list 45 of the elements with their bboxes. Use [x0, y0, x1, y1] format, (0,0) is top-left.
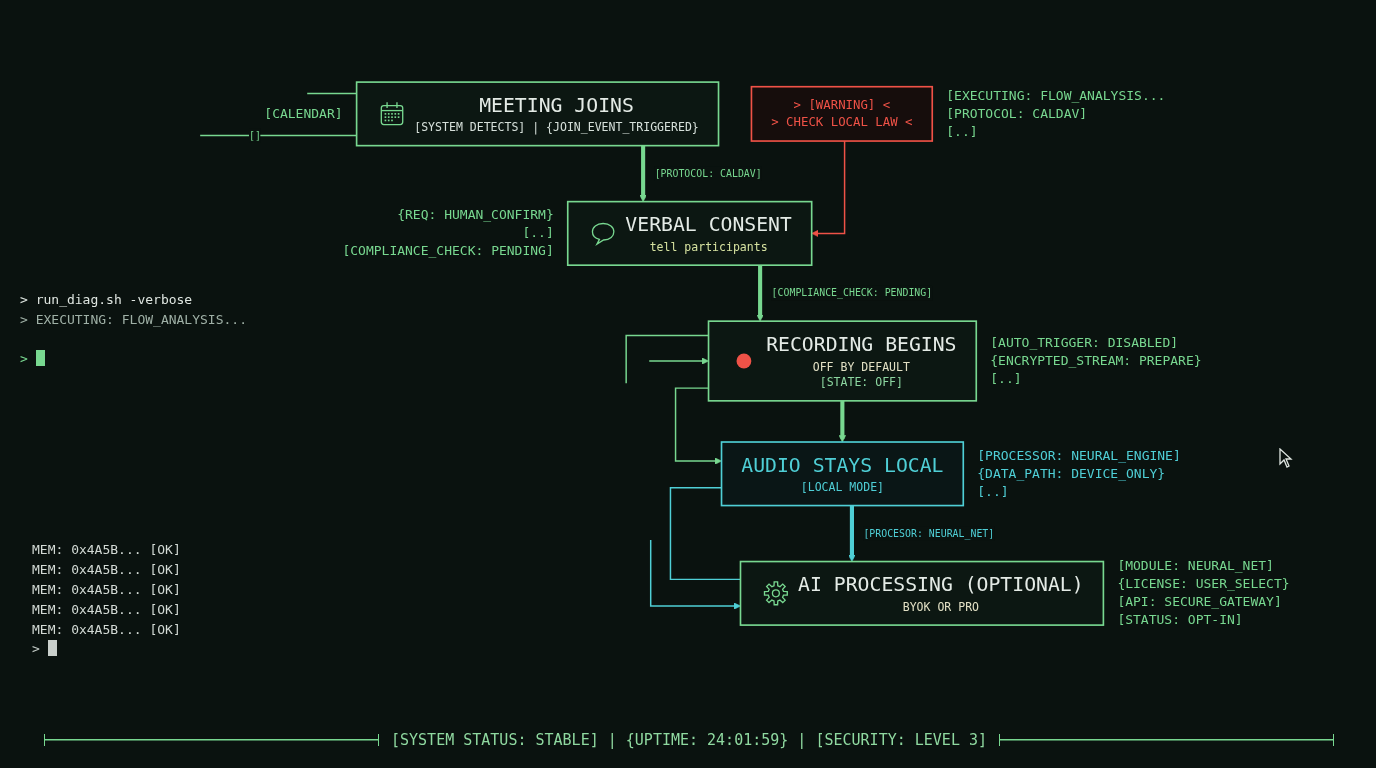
arrow	[639, 145, 647, 202]
node-box: AI PROCESSING (OPTIONAL) BYOK OR PRO	[739, 560, 1105, 626]
annotation-text: {ENCRYPTED_STREAM: PREPARE}	[990, 352, 1202, 370]
annotation-text: {REQ: HUMAN_CONFIRM}	[396, 206, 554, 225]
node-box: > [WARNING] < > CHECK LOCAL LAW <	[750, 85, 934, 142]
edge-label: [PROCESOR: NEURAL_NET]	[863, 527, 995, 540]
annotation-text: [MODULE: NEURAL_NET]	[1117, 557, 1275, 576]
arrow	[649, 539, 741, 610]
node-box: RECORDING BEGINS OFF BY DEFAULT [STATE: OFF]	[707, 320, 978, 402]
annotation-text: [PROTOCOL: CALDAV]	[946, 104, 1089, 123]
annotation-text: [PROCESSOR: NEURAL_ENGINE]	[977, 446, 1181, 465]
memory-status-line: MEM: 0x4A5B... [OK]	[32, 601, 181, 618]
annotation-text: [EXECUTING: FLOW_ANALYSIS...	[946, 86, 1166, 105]
annotation-text: [..]	[990, 370, 1023, 388]
memory-status-line: MEM: 0x4A5B... [OK]	[32, 581, 181, 598]
annotation-text: {LICENSE: USER_SELECT}	[1117, 575, 1290, 594]
arrow	[674, 387, 722, 465]
edge-label: [COMPLIANCE_CHECK: PENDING]	[771, 287, 933, 299]
arrow	[811, 140, 846, 238]
prompt-symbol: >	[20, 350, 28, 367]
node-box: MEETING JOINS [SYSTEM DETECTS] | {JOIN_EVENT_TRIGGERED}	[355, 81, 720, 147]
edge-label: [PROTOCOL: CALDAV]	[654, 167, 762, 180]
annotation-text: {DATA_PATH: DEVICE_ONLY}	[977, 464, 1167, 483]
arrow	[756, 265, 764, 322]
arrow	[648, 357, 709, 365]
status-bar-text: [SYSTEM STATUS: STABLE] | {UPTIME: 24:01:59} | [SECURITY: LEVEL 3]	[390, 731, 988, 749]
annotation-text: [AUTO_TRIGGER: DISABLED]	[990, 334, 1180, 352]
memory-status-line: MEM: 0x4A5B... [OK]	[32, 621, 181, 638]
circuit-label: [CALENDAR]	[264, 105, 343, 123]
arrow	[838, 400, 846, 443]
node-box: VERBAL CONSENT tell participants	[566, 200, 813, 266]
annotation-text: [COMPLIANCE_CHECK: PENDING]	[342, 242, 554, 261]
arrow	[848, 505, 856, 562]
annotation-text: [STATUS: OPT-IN]	[1117, 611, 1244, 630]
edge-label: []	[248, 129, 261, 142]
annotation-text: [..]	[946, 122, 979, 141]
node-box: AUDIO STAYS LOCAL [LOCAL MODE]	[720, 441, 965, 507]
prompt-symbol: >	[32, 640, 40, 657]
annotation-text: [..]	[977, 482, 1010, 501]
memory-status-line: MEM: 0x4A5B... [OK]	[32, 561, 181, 578]
annotation-text: [..]	[521, 224, 554, 243]
terminal-command: > run_diag.sh -verbose	[20, 291, 193, 308]
terminal-output: > EXECUTING: FLOW_ANALYSIS...	[20, 311, 247, 328]
memory-status-line: MEM: 0x4A5B... [OK]	[32, 541, 181, 558]
annotation-text: [API: SECURE_GATEWAY]	[1117, 593, 1283, 612]
